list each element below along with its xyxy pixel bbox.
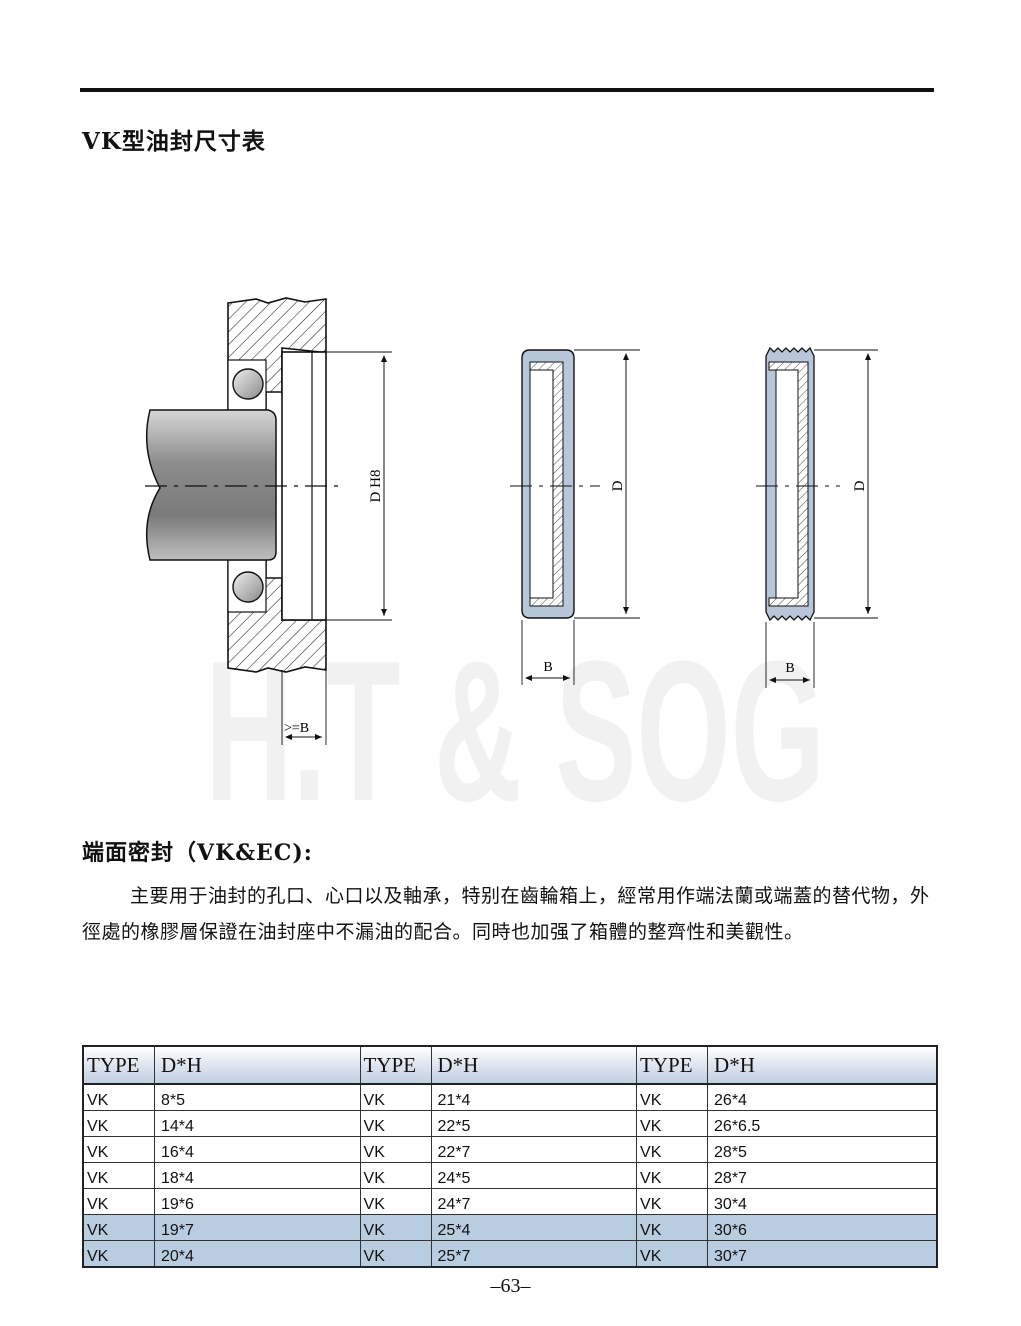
cell-size: 19*6	[154, 1188, 361, 1215]
cell-type: VK	[636, 1083, 709, 1111]
section-heading: 端面密封（VK&EC):	[82, 840, 313, 866]
header-type-2: TYPE	[359, 1045, 432, 1085]
cell-type: VK	[359, 1083, 432, 1111]
cell-size: 25*7	[430, 1240, 638, 1268]
cell-size: 20*4	[154, 1240, 361, 1268]
cell-type: VK	[636, 1240, 709, 1268]
header-type-1: TYPE	[82, 1045, 155, 1085]
shaft	[145, 409, 277, 561]
cell-size: 22*7	[430, 1136, 638, 1163]
cell-type: VK	[359, 1110, 432, 1137]
bearing-ball-lower	[232, 571, 264, 603]
cell-type: VK	[359, 1188, 432, 1215]
cell-size: 16*4	[154, 1136, 361, 1163]
cell-type: VK	[82, 1240, 155, 1268]
top-rule	[80, 88, 934, 92]
cell-type: VK	[82, 1162, 155, 1189]
bearing-ball-upper	[232, 368, 264, 400]
cell-type: VK	[82, 1136, 155, 1163]
header-type-3: TYPE	[636, 1045, 709, 1085]
cell-size: 30*6	[707, 1214, 938, 1241]
cell-type: VK	[636, 1110, 709, 1137]
seal-profile-ribbed	[756, 346, 840, 622]
seal-profile-smooth	[510, 349, 600, 619]
cell-type: VK	[82, 1110, 155, 1137]
page-number: –63–	[490, 1275, 531, 1297]
cell-size: 24*7	[430, 1188, 638, 1215]
cell-size: 28*7	[707, 1162, 938, 1189]
header-dh-2: D*H	[430, 1045, 638, 1085]
cell-size: 25*4	[430, 1214, 638, 1241]
cell-size: 22*5	[430, 1110, 638, 1137]
cell-type: VK	[82, 1188, 155, 1215]
dim-label-b-1: B	[543, 660, 552, 675]
cell-size: 26*4	[707, 1083, 938, 1111]
cell-size: 24*5	[430, 1162, 638, 1189]
cell-type: VK	[82, 1214, 155, 1241]
table-header-row: TYPE D*H TYPE D*H TYPE D*H	[82, 1045, 938, 1085]
dim-label-d-2: D	[852, 480, 868, 491]
dim-label-d-1: D	[610, 480, 626, 491]
cell-size: 26*6.5	[707, 1110, 938, 1137]
cell-size: 28*5	[707, 1136, 938, 1163]
cell-type: VK	[359, 1214, 432, 1241]
dim-label-b-2: B	[785, 661, 794, 676]
cell-type: VK	[359, 1162, 432, 1189]
technical-drawing: H.T & SOG D H8 >=B D B D	[145, 297, 878, 830]
cell-size: 18*4	[154, 1162, 361, 1189]
cell-type: VK	[636, 1188, 709, 1215]
header-dh-3: D*H	[707, 1045, 938, 1085]
dim-label-dh8: D H8	[368, 470, 384, 503]
dim-label-gtb: >=B	[284, 721, 309, 736]
cell-size: 8*5	[154, 1083, 361, 1111]
cell-size: 30*4	[707, 1188, 938, 1215]
section-body: 主要用于油封的孔口、心口以及軸承，特别在齒輪箱上，經常用作端法蘭或端蓋的替代物，…	[82, 885, 930, 943]
cell-type: VK	[636, 1136, 709, 1163]
page-title: VK型油封尺寸表	[82, 128, 266, 155]
cell-type: VK	[359, 1136, 432, 1163]
cell-type: VK	[636, 1162, 709, 1189]
cell-type: VK	[636, 1214, 709, 1241]
header-dh-1: D*H	[154, 1045, 361, 1085]
cell-size: 14*4	[154, 1110, 361, 1137]
cell-type: VK	[359, 1240, 432, 1268]
cell-size: 30*7	[707, 1240, 938, 1268]
cell-size: 19*7	[154, 1214, 361, 1241]
cell-size: 21*4	[430, 1083, 638, 1111]
cell-type: VK	[82, 1083, 155, 1111]
